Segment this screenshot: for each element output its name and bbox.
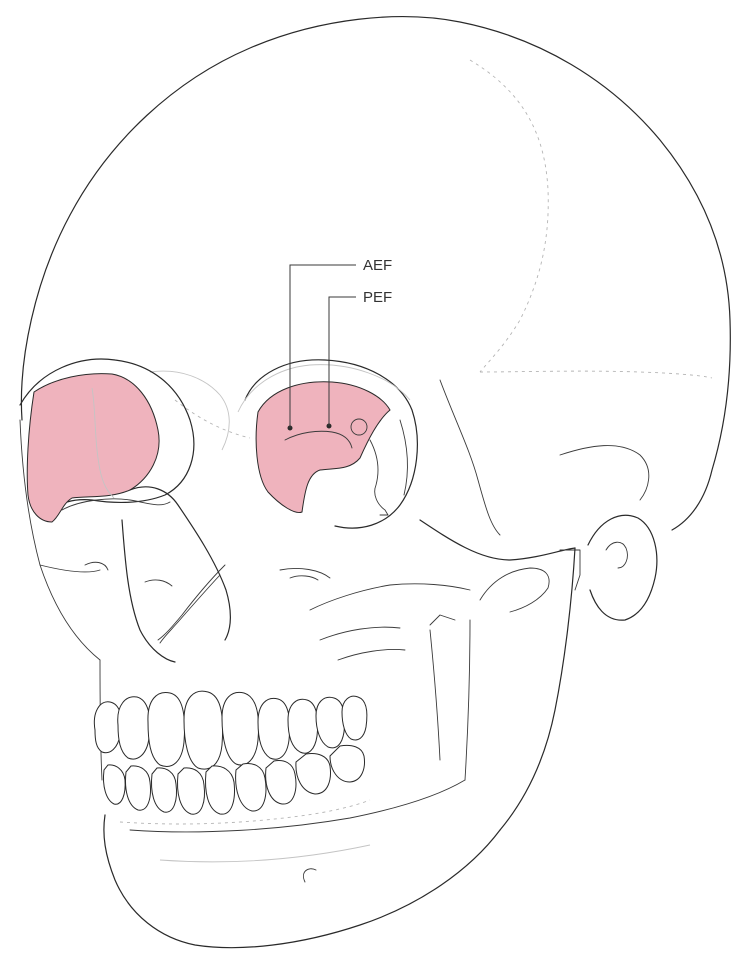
temporal-ridge bbox=[560, 446, 649, 500]
upper-tooth bbox=[222, 692, 259, 765]
left-orbit-fissure bbox=[370, 440, 388, 515]
hidden-line-1 bbox=[470, 60, 548, 372]
temporal-contour bbox=[440, 380, 500, 535]
nasal-septum-2 bbox=[160, 575, 220, 643]
nasal-septum bbox=[158, 565, 225, 640]
left-orbit-highlight bbox=[256, 382, 390, 513]
lower-tooth bbox=[236, 764, 266, 812]
mandible-right-contour bbox=[430, 620, 470, 780]
upper-teeth bbox=[94, 691, 367, 769]
pef-label: PEF bbox=[363, 289, 392, 306]
upper-tooth bbox=[148, 692, 185, 766]
maxilla-contour bbox=[310, 584, 470, 610]
aef-label: AEF bbox=[363, 257, 392, 274]
lower-tooth bbox=[266, 761, 296, 805]
nasal-concha bbox=[145, 580, 172, 586]
hidden-line-2 bbox=[480, 371, 712, 378]
lower-tooth bbox=[178, 768, 205, 814]
mandible-body bbox=[104, 815, 500, 948]
coronoid bbox=[430, 615, 455, 625]
mastoid-line bbox=[560, 550, 580, 590]
zygomatic-arch bbox=[420, 520, 575, 560]
upper-tooth bbox=[258, 698, 290, 759]
lower-tooth bbox=[206, 766, 235, 814]
zygoma-left bbox=[280, 568, 330, 580]
lower-tooth bbox=[296, 754, 331, 795]
lower-tooth bbox=[103, 765, 125, 804]
upper-tooth bbox=[184, 691, 223, 769]
upper-tooth bbox=[94, 702, 121, 753]
lower-tooth bbox=[330, 745, 364, 782]
nasal-aperture bbox=[122, 520, 175, 662]
upper-tooth bbox=[288, 699, 318, 753]
maxilla-contour-3 bbox=[338, 649, 405, 660]
mandible-ridge bbox=[160, 845, 370, 862]
mental-foramen bbox=[303, 869, 316, 882]
ear-inner bbox=[606, 542, 627, 568]
mandible-ramus bbox=[500, 548, 575, 830]
ear-outline bbox=[588, 515, 657, 620]
upper-tooth bbox=[342, 696, 367, 740]
maxilla-contour-2 bbox=[320, 627, 400, 640]
mandible-ramus-inner bbox=[480, 568, 549, 612]
left-orbit-lateral-rim bbox=[400, 420, 407, 495]
hidden-line-4 bbox=[150, 371, 229, 450]
hidden-line-3 bbox=[175, 400, 250, 438]
upper-tooth bbox=[118, 697, 150, 759]
upper-tooth bbox=[316, 697, 345, 748]
right-orbit-lower-rim bbox=[62, 499, 170, 510]
lower-tooth bbox=[126, 766, 151, 810]
zygoma-right bbox=[40, 562, 108, 572]
lower-tooth bbox=[152, 768, 177, 812]
